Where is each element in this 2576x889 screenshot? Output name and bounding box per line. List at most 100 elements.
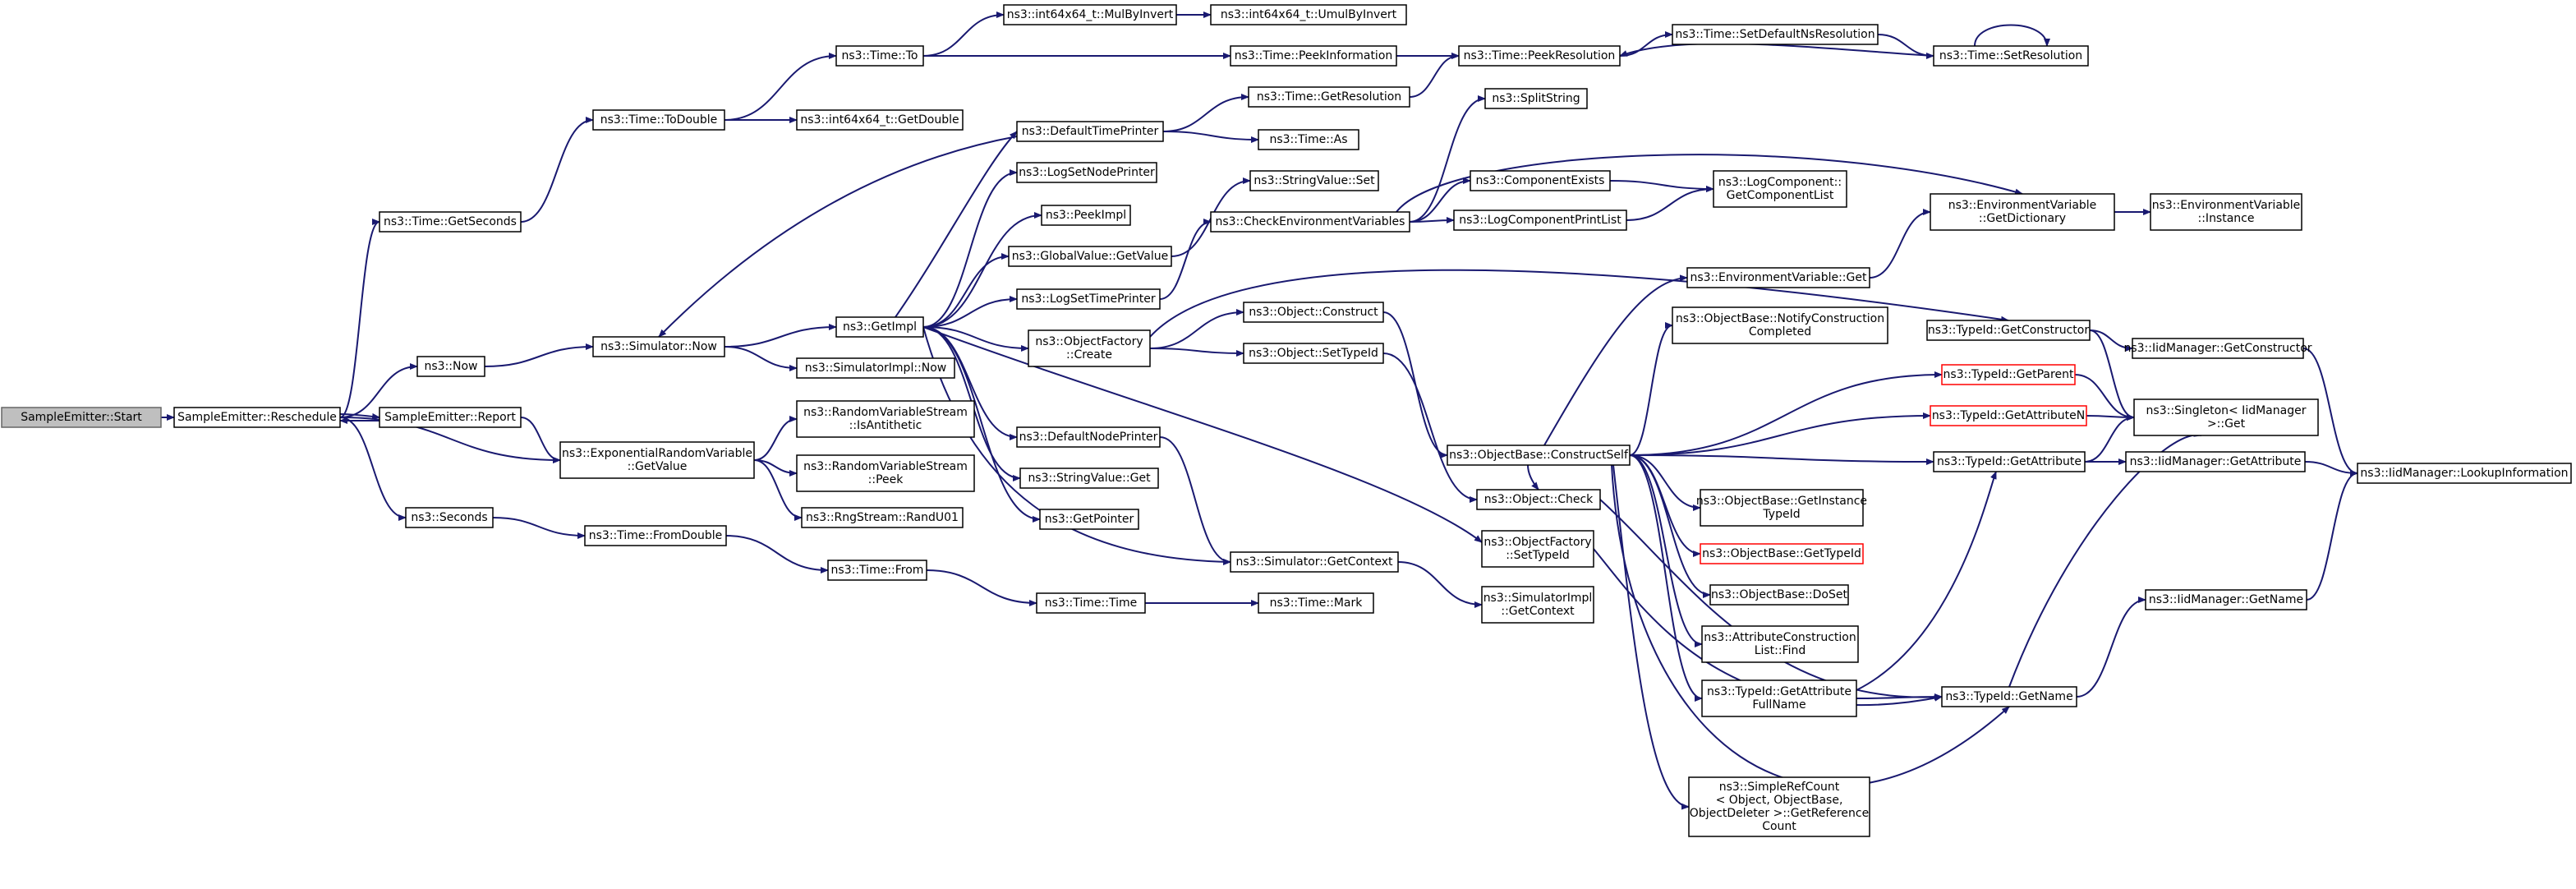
- graph-node-ns3-time-getresolution[interactable]: ns3::Time::GetResolution: [1248, 86, 1410, 108]
- call-edge-n26-to-n37: [1149, 309, 1244, 349]
- graph-node-ns3-object-construct[interactable]: ns3::Object::Construct: [1243, 302, 1384, 323]
- graph-node-ns3-simulatorimpl-getcontext[interactable]: ns3::SimulatorImpl::GetContext: [1481, 586, 1594, 624]
- call-edge-n12-to-n30: [922, 326, 1231, 565]
- node-label: ns3::IidManager::GetAttribute: [2130, 455, 2302, 468]
- graph-node-ns3-environmentvariable-getdictionary[interactable]: ns3::EnvironmentVariable::GetDictionary: [1930, 193, 2115, 231]
- graph-node-ns3-globalvalue-getvalue[interactable]: ns3::GlobalValue::GetValue: [1008, 246, 1172, 267]
- graph-node-ns3-componentexists[interactable]: ns3::ComponentExists: [1470, 170, 1611, 191]
- node-label: ns3::Time::SetDefaultNsResolution: [1675, 28, 1874, 41]
- graph-node-ns3-now[interactable]: ns3::Now: [416, 356, 485, 377]
- graph-node-ns3-time-peekresolution[interactable]: ns3::Time::PeekResolution: [1458, 45, 1621, 67]
- graph-node-ns3-simulator-getcontext[interactable]: ns3::Simulator::GetContext: [1230, 551, 1399, 573]
- graph-node-ns3-int64x64-t-umulbyinvert[interactable]: ns3::int64x64_t::UmulByInvert: [1210, 4, 1407, 25]
- graph-node-ns3-objectbase-gettypeid[interactable]: ns3::ObjectBase::GetTypeId: [1700, 543, 1864, 564]
- graph-node-ns3-time-to[interactable]: ns3::Time::To: [835, 45, 924, 67]
- graph-node-sampleemitter-report[interactable]: SampleEmitter::Report: [379, 407, 522, 428]
- node-box: [1248, 86, 1410, 108]
- graph-node-ns3-int64x64-t-mulbyinvert[interactable]: ns3::int64x64_t::MulByInvert: [1003, 4, 1177, 25]
- node-label: ns3::DefaultNodePrinter: [1019, 431, 1158, 444]
- graph-node-ns3-getpointer[interactable]: ns3::GetPointer: [1039, 509, 1139, 530]
- node-label: ns3::TypeId::GetAttributeN: [1932, 409, 2085, 422]
- graph-node-ns3-time-setresolution[interactable]: ns3::Time::SetResolution: [1933, 45, 2089, 67]
- graph-node-ns3-iidmanager-getconstructor[interactable]: ns3::IidManager::GetConstructor: [2123, 338, 2312, 359]
- graph-node-ns3-time-peekinformation[interactable]: ns3::Time::PeekInformation: [1230, 45, 1397, 67]
- graph-node-ns3-logsettimeprinter[interactable]: ns3::LogSetTimePrinter: [1016, 288, 1161, 310]
- graph-node-ns3-defaultnodeprinter[interactable]: ns3::DefaultNodePrinter: [1016, 426, 1161, 448]
- graph-node-ns3-getimpl[interactable]: ns3::GetImpl: [835, 316, 924, 338]
- node-label: ns3::LogSetTimePrinter: [1021, 292, 1156, 306]
- graph-node-ns3-stringvalue-set[interactable]: ns3::StringValue::Set: [1249, 170, 1379, 191]
- graph-node-ns3-objectbase-constructself[interactable]: ns3::ObjectBase::ConstructSelf: [1447, 444, 1631, 466]
- graph-node-ns3-peekimpl[interactable]: ns3::PeekImpl: [1041, 205, 1131, 226]
- graph-node-ns3-checkenvironmentvariables[interactable]: ns3::CheckEnvironmentVariables: [1210, 211, 1410, 233]
- call-edge-n48-to-n48: [1974, 24, 2050, 47]
- node-label: List::Find: [1755, 644, 1806, 657]
- node-box: [1003, 4, 1177, 25]
- node-label: ns3::Time::Time: [1045, 597, 1137, 610]
- graph-node-ns3-exponentialrandomvariable-getvalue[interactable]: ns3::ExponentialRandomVariable::GetValue: [559, 441, 755, 479]
- graph-node-sampleemitter-start[interactable]: SampleEmitter::Start: [1, 407, 162, 428]
- graph-node-ns3-simplerefcount-object-objectbase-objectdeleter-getreference-count[interactable]: ns3::SimpleRefCount< Object, ObjectBase,…: [1688, 776, 1870, 837]
- graph-node-ns3-time-setdefaultnsresolution[interactable]: ns3::Time::SetDefaultNsResolution: [1672, 24, 1879, 45]
- graph-node-ns3-environmentvariable-get[interactable]: ns3::EnvironmentVariable::Get: [1686, 267, 1870, 288]
- edge-layer: [161, 12, 2358, 810]
- graph-node-ns3-stringvalue-get[interactable]: ns3::StringValue::Get: [1019, 468, 1159, 489]
- graph-node-ns3-typeid-getattributen[interactable]: ns3::TypeId::GetAttributeN: [1930, 405, 2087, 426]
- graph-node-ns3-randomvariablestream-isantithetic[interactable]: ns3::RandomVariableStream::IsAntithetic: [796, 400, 975, 438]
- node-box: [2132, 338, 2304, 359]
- node-label: ns3::Now: [425, 360, 478, 373]
- node-box: [1686, 267, 1870, 288]
- graph-node-ns3-objectfactory-settypeid[interactable]: ns3::ObjectFactory::SetTypeId: [1481, 530, 1594, 568]
- call-edge-n36-to-n42: [1409, 95, 1486, 223]
- graph-node-ns3-seconds[interactable]: ns3::Seconds: [405, 507, 494, 528]
- graph-node-ns3-randomvariablestream-peek[interactable]: ns3::RandomVariableStream::Peek: [796, 454, 975, 492]
- graph-node-ns3-logcomponentprintlist[interactable]: ns3::LogComponentPrintList: [1453, 210, 1627, 231]
- graph-node-ns3-logcomponent-getcomponentlist[interactable]: ns3::LogComponent::GetComponentList: [1713, 170, 1847, 208]
- call-edge-n36-to-n44: [1409, 217, 1455, 224]
- node-label: ::SetTypeId: [1506, 549, 1570, 562]
- call-edge-n30-to-n40: [1397, 561, 1483, 608]
- graph-node-ns3-object-settypeid[interactable]: ns3::Object::SetTypeId: [1243, 343, 1384, 364]
- graph-node-ns3-objectbase-doset[interactable]: ns3::ObjectBase::DoSet: [1709, 584, 1849, 606]
- graph-node-ns3-iidmanager-getattribute[interactable]: ns3::IidManager::GetAttribute: [2125, 451, 2306, 472]
- node-label: ns3::LogComponentPrintList: [1459, 214, 1622, 227]
- graph-node-ns3-time-getseconds[interactable]: ns3::Time::GetSeconds: [379, 211, 522, 233]
- graph-node-ns3-objectbase-notifyconstruction-completed[interactable]: ns3::ObjectBase::NotifyConstructionCompl…: [1672, 306, 1888, 344]
- graph-node-ns3-time-from[interactable]: ns3::Time::From: [827, 560, 927, 581]
- graph-node-ns3-splitstring[interactable]: ns3::SplitString: [1484, 88, 1588, 109]
- node-box: [2133, 398, 2319, 436]
- graph-node-ns3-time-fromdouble[interactable]: ns3::Time::FromDouble: [584, 525, 727, 546]
- graph-node-ns3-singleton-iidmanager-get[interactable]: ns3::Singleton< IidManager >::Get: [2133, 398, 2319, 436]
- graph-node-ns3-time-todouble[interactable]: ns3::Time::ToDouble: [592, 109, 725, 131]
- call-edge-n6-to-n9: [492, 517, 586, 539]
- graph-node-ns3-typeid-getname[interactable]: ns3::TypeId::GetName: [1941, 686, 2077, 707]
- node-label: ns3::Time::To: [842, 49, 918, 62]
- node-box: [405, 507, 494, 528]
- graph-node-ns3-int64x64-t-getdouble[interactable]: ns3::int64x64_t::GetDouble: [796, 109, 964, 131]
- graph-node-ns3-defaulttimeprinter[interactable]: ns3::DefaultTimePrinter: [1016, 121, 1164, 142]
- graph-node-ns3-typeid-getattribute[interactable]: ns3::TypeId::GetAttribute: [1933, 451, 2086, 472]
- graph-node-ns3-logsetnodeprinter[interactable]: ns3::LogSetNodePrinter: [1016, 162, 1157, 183]
- graph-node-ns3-simulatorimpl-now[interactable]: ns3::SimulatorImpl::Now: [796, 357, 955, 379]
- node-box: [1016, 288, 1161, 310]
- call-edge-n56-to-n58: [2074, 374, 2135, 421]
- graph-node-ns3-time-mark[interactable]: ns3::Time::Mark: [1258, 592, 1374, 614]
- node-label: Count: [1762, 820, 1796, 833]
- graph-node-ns3-time-as[interactable]: ns3::Time::As: [1258, 129, 1359, 150]
- node-box: [796, 400, 975, 438]
- graph-node-ns3-objectfactory-create[interactable]: ns3::ObjectFactory::Create: [1028, 329, 1151, 367]
- graph-node-ns3-typeid-getparent[interactable]: ns3::TypeId::GetParent: [1941, 364, 2076, 385]
- graph-node-ns3-iidmanager-lookupinformation[interactable]: ns3::IidManager::LookupInformation: [2357, 463, 2572, 484]
- graph-node-ns3-simulator-now[interactable]: ns3::Simulator::Now: [592, 336, 725, 357]
- node-label: FullName: [1752, 698, 1806, 712]
- graph-node-ns3-object-check[interactable]: ns3::Object::Check: [1476, 489, 1601, 510]
- graph-node-ns3-iidmanager-getname[interactable]: ns3::IidManager::GetName: [2145, 589, 2307, 610]
- graph-node-ns3-time-time[interactable]: ns3::Time::Time: [1036, 592, 1146, 614]
- graph-node-ns3-environmentvariable-instance[interactable]: ns3::EnvironmentVariable::Instance: [2150, 193, 2302, 231]
- graph-node-ns3-rngstream-randu01[interactable]: ns3::RngStream::RandU01: [801, 507, 964, 528]
- graph-node-sampleemitter-reschedule[interactable]: SampleEmitter::Reschedule: [173, 407, 341, 428]
- graph-node-ns3-typeid-getconstructor[interactable]: ns3::TypeId::GetConstructor: [1926, 320, 2091, 341]
